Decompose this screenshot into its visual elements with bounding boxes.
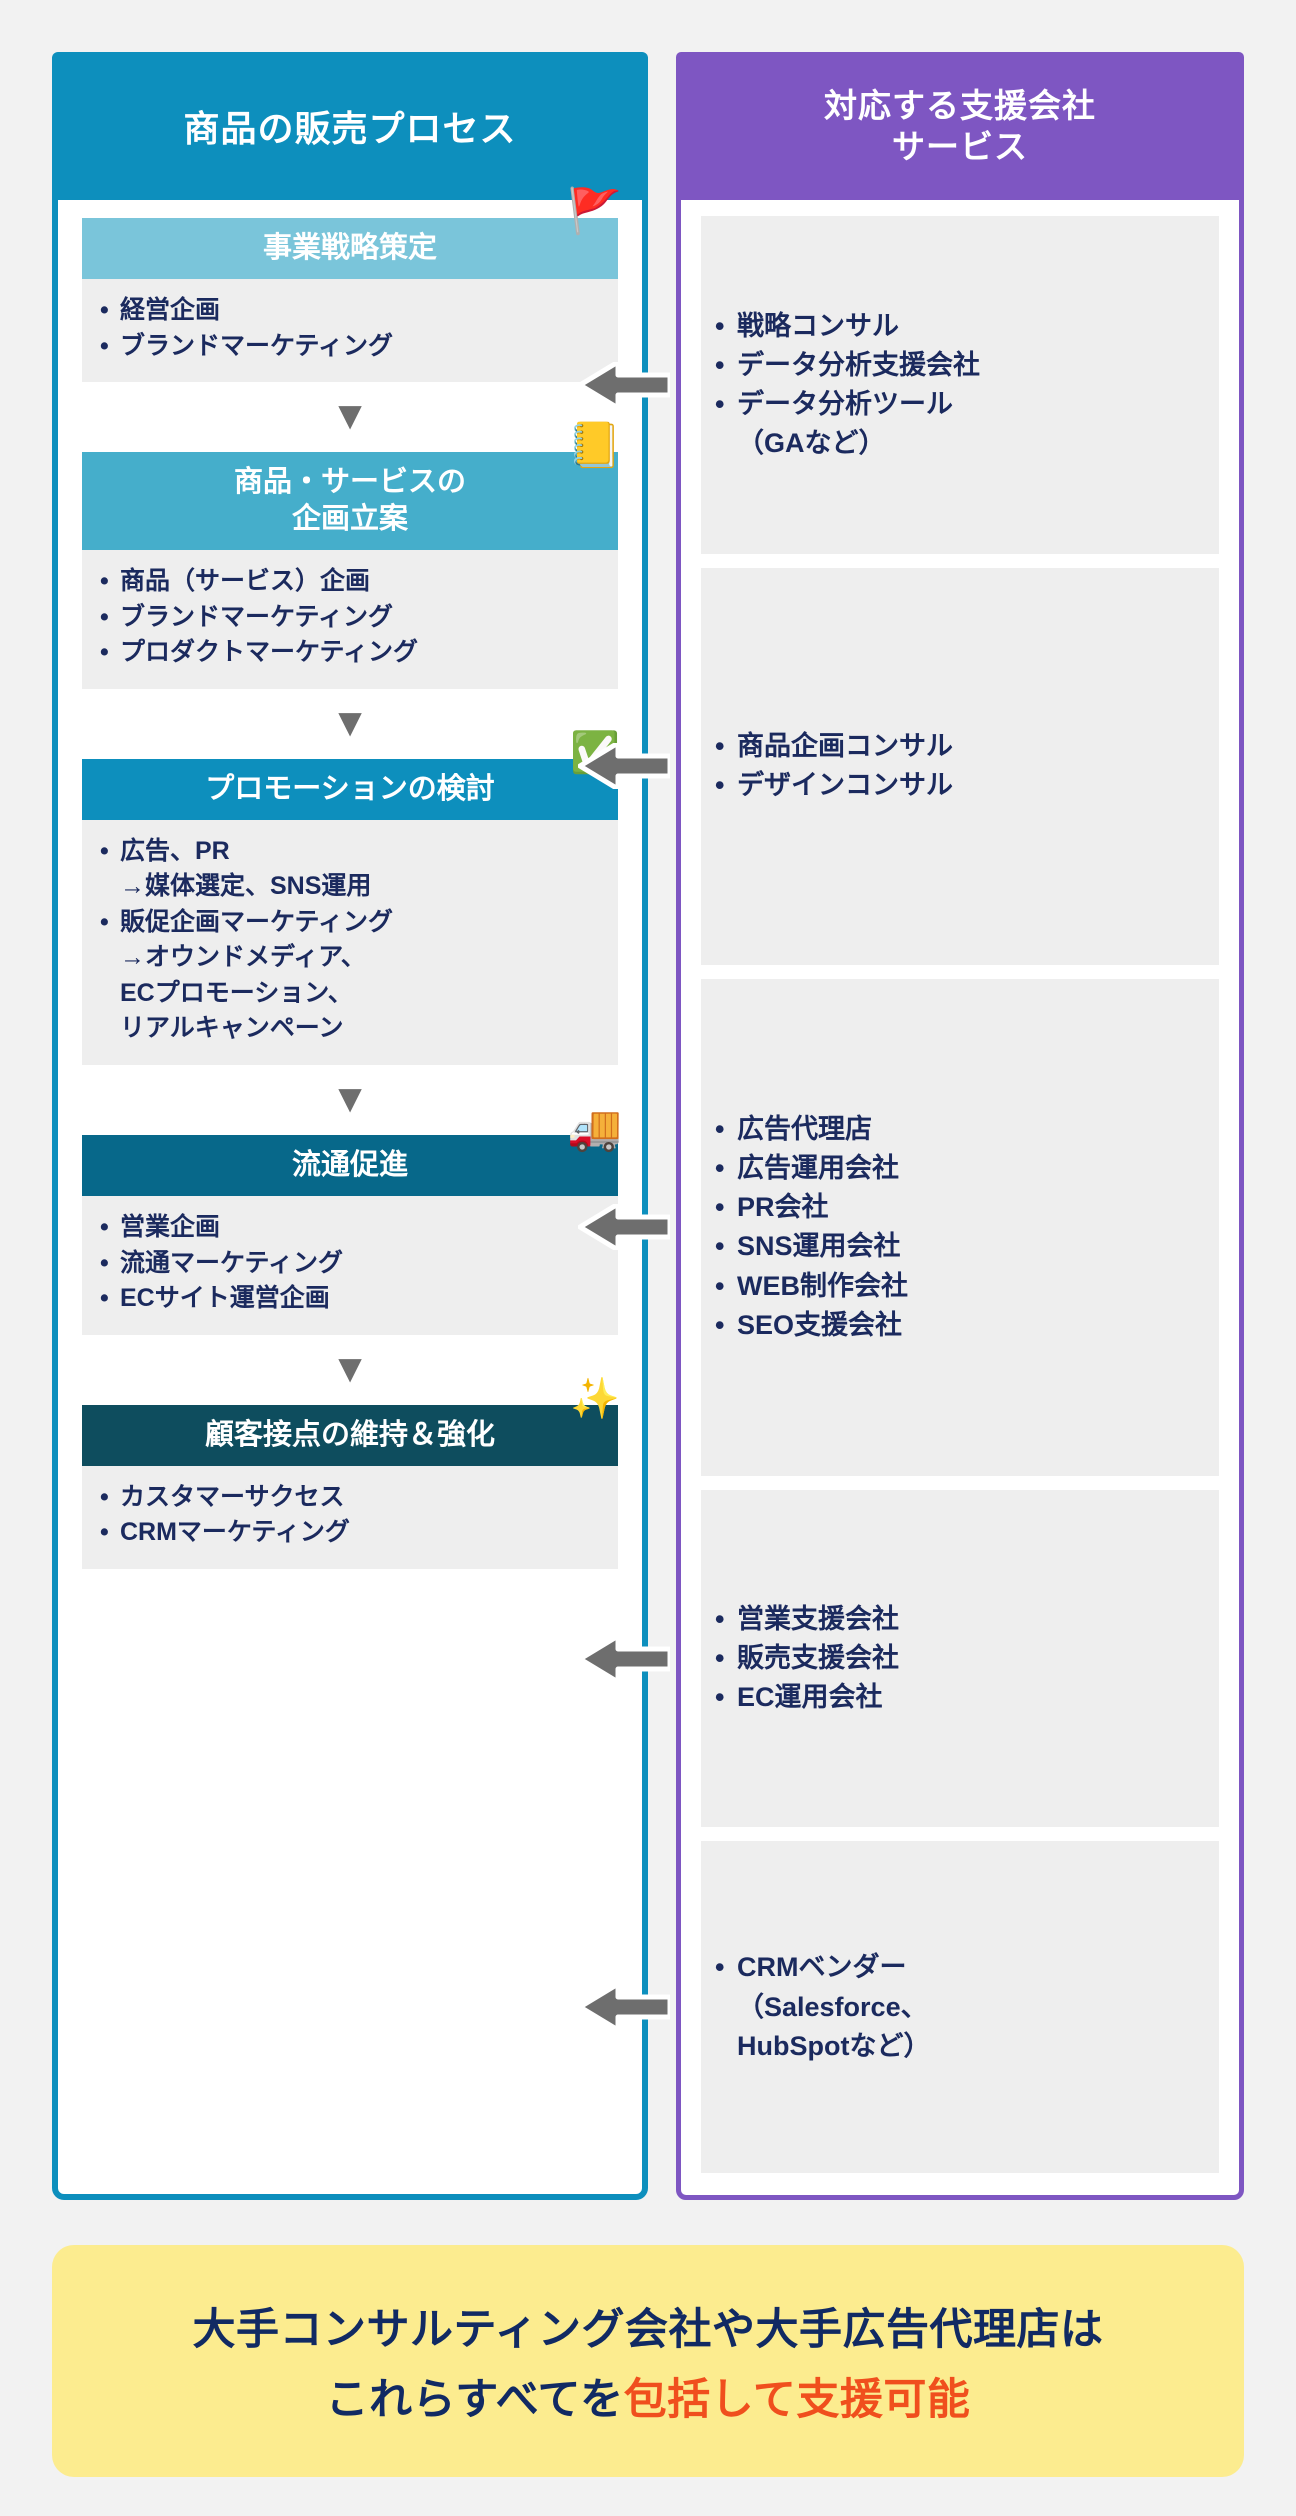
process-step-item: 広告、PR →媒体選定、SNS運用 [94,834,608,905]
service-item: 戦略コンサル [707,307,1209,346]
service-item: PR会社 [707,1188,1209,1227]
step-down-arrow: ▼ [330,1346,370,1391]
service-to-step-arrow [578,1984,670,2031]
banner-line-1: 大手コンサルティング会社や大手広告代理店は [192,2306,1104,2354]
process-step-title: プロモーションの検討 [82,758,618,820]
service-item: デザインコンサル [707,766,1209,805]
service-to-step-arrow [578,1204,670,1251]
service-group: 営業支援会社販売支援会社EC運用会社 [701,1489,1219,1828]
process-step-title: 顧客接点の維持＆強化 [82,1404,618,1466]
service-group: 戦略コンサルデータ分析支援会社データ分析ツール （GAなど） [701,216,1219,554]
process-step-item: 営業企画 [94,1210,608,1246]
service-group: 商品企画コンサルデザインコンサル [701,567,1219,966]
process-step-body: 商品（サービス）企画ブランドマーケティングプロダクトマーケティング [82,550,618,689]
service-item: SEO支援会社 [707,1306,1209,1345]
triangular-flag-icon: 🚩 [567,187,622,236]
process-step-item: 流通マーケティング [94,1246,608,1282]
service-item: WEB制作会社 [707,1267,1209,1306]
service-item: 販売支援会社 [707,1639,1209,1678]
summary-banner: 大手コンサルティング会社や大手広告代理店は これらすべてを包括して支援可能 [52,2245,1244,2477]
notebook-icon: 📒 [567,421,622,471]
service-item: SNS運用会社 [707,1227,1209,1266]
banner-line-2-plain: これらすべてを [325,2376,624,2424]
process-step-item: ECサイト運営企画 [94,1281,608,1317]
process-step-item: 販促企画マーケティング →オウンドメディア、 ECプロモーション、 リアルキャン… [94,905,608,1047]
service-to-step-arrow [578,743,670,790]
process-step-body: 営業企画流通マーケティングECサイト運営企画 [82,1196,618,1335]
process-step: 🚚流通促進営業企画流通マーケティングECサイト運営企画 [82,1106,622,1335]
service-item: 商品企画コンサル [707,727,1209,766]
service-to-step-arrow [578,1635,670,1682]
service-item: 広告代理店 [707,1110,1209,1149]
service-group: CRMベンダー （Salesforce、 HubSpotなど） [701,1841,1219,2174]
sparkles-icon: ✨ [570,1376,620,1421]
process-step: 📒商品・サービスの 企画立案商品（サービス）企画ブランドマーケティングプロダクト… [82,424,622,689]
delivery-truck-icon: 🚚 [567,1103,622,1153]
process-step-title: 事業戦略策定 [82,218,618,280]
sales-process-column: 商品の販売プロセス 🚩事業戦略策定経営企画ブランドマーケティング▼📒商品・サービ… [52,52,648,2200]
process-step-item: ブランドマーケティング [94,600,608,636]
process-step-body: 広告、PR →媒体選定、SNS運用販促企画マーケティング →オウンドメディア、 … [82,819,618,1065]
step-down-arrow: ▼ [330,700,370,745]
process-step-item: 経営企画 [94,293,608,329]
process-step-body: カスタマーサクセスCRMマーケティング [82,1465,618,1569]
support-services-column: 対応する支援会社 サービス 戦略コンサルデータ分析支援会社データ分析ツール （G… [676,52,1244,2200]
right-column-title-line1: 対応する支援会社 [824,86,1096,124]
process-step-item: ブランドマーケティング [94,329,608,365]
process-steps-list: 🚩事業戦略策定経営企画ブランドマーケティング▼📒商品・サービスの 企画立案商品（… [58,190,642,1595]
process-step-item: プロダクトマーケティング [94,635,608,671]
service-group: 広告代理店広告運用会社PR会社SNS運用会社WEB制作会社SEO支援会社 [701,979,1219,1476]
banner-line-2-highlight: 包括して支援可能 [623,2376,971,2424]
process-step: ✨顧客接点の維持＆強化カスタマーサクセスCRMマーケティング [82,1379,620,1569]
process-step-item: カスタマーサクセス [94,1480,608,1516]
process-step-title: 商品・サービスの 企画立案 [82,452,618,551]
left-column-title: 商品の販売プロセス [183,108,517,149]
process-step: 🚩事業戦略策定経営企画ブランドマーケティング [82,190,622,383]
service-item: CRMベンダー （Salesforce、 HubSpotなど） [707,1948,1209,2065]
banner-line-2: これらすべてを包括して支援可能 [326,2365,971,2427]
two-column-layout: 商品の販売プロセス 🚩事業戦略策定経営企画ブランドマーケティング▼📒商品・サービ… [0,0,1296,2200]
service-item: 営業支援会社 [707,1600,1209,1639]
service-item: 広告運用会社 [707,1149,1209,1188]
left-column-header: 商品の販売プロセス [52,52,648,200]
service-item: データ分析支援会社 [707,346,1209,385]
process-step-item: CRMマーケティング [94,1515,608,1551]
service-item: データ分析ツール （GAなど） [707,385,1209,463]
process-step-item: 商品（サービス）企画 [94,564,608,600]
service-item: EC運用会社 [707,1678,1209,1717]
step-down-arrow: ▼ [330,1076,370,1121]
service-to-step-arrow [578,361,670,408]
step-down-arrow: ▼ [330,394,370,439]
right-column-header: 対応する支援会社 サービス [676,52,1244,200]
process-step-title: 流通促進 [82,1134,618,1197]
right-column-title-line2: サービス [892,128,1028,165]
service-groups-list: 戦略コンサルデータ分析支援会社データ分析ツール （GAなど）商品企画コンサルデザ… [681,200,1239,2195]
process-step-body: 経営企画ブランドマーケティング [82,279,618,383]
process-step: ✅プロモーションの検討広告、PR →媒体選定、SNS運用販促企画マーケティング … [82,733,620,1065]
